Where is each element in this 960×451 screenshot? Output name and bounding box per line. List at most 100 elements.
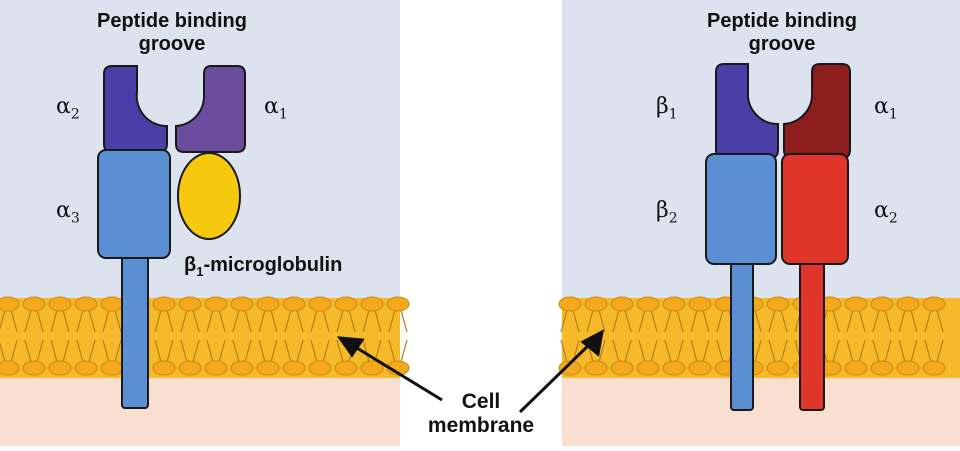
lipid-head (688, 296, 712, 312)
alpha3-domain (97, 149, 171, 259)
lipid-head (610, 296, 634, 312)
lipid-head (0, 296, 20, 312)
lipid-head (22, 360, 46, 376)
lipid-tail (192, 309, 200, 333)
lipid-tail (180, 309, 188, 333)
lipid-tail (586, 309, 594, 333)
lipid-head (74, 296, 98, 312)
lipid-tail (664, 309, 672, 333)
lipid-tail (10, 339, 18, 363)
lipid-tail (638, 309, 646, 333)
lipid-head (100, 296, 124, 312)
lipid-tail (846, 339, 854, 363)
lipid-tail (676, 309, 684, 333)
lipid-head (282, 296, 306, 312)
left-groove-title-line2: groove (138, 33, 206, 55)
right-arrow-line (518, 340, 594, 414)
lipid-tail (598, 309, 606, 333)
lipid-tail (598, 339, 606, 363)
lipid-tail (650, 339, 658, 363)
left-panel (0, 0, 410, 446)
lipid-head (256, 296, 280, 312)
alpha1-domain (175, 65, 246, 153)
alpha2-transmembrane-tail (799, 259, 825, 411)
lipid-tail (102, 339, 110, 363)
lipid-tail (832, 339, 840, 363)
lipid-tail (232, 309, 240, 333)
lipid-tail (884, 309, 892, 333)
lipid-head (896, 296, 920, 312)
lipid-tail (206, 339, 214, 363)
lipid-head (256, 360, 280, 376)
lipid-tail (690, 339, 698, 363)
lipid-tail (76, 339, 84, 363)
left-alpha2-label: α2 (56, 94, 80, 123)
lipid-head (610, 360, 634, 376)
right-beta2-label: β2 (656, 198, 678, 227)
lipid-tail (206, 309, 214, 333)
lipid-tail (624, 309, 632, 333)
lipid-tail (910, 309, 918, 333)
mhc-class-ii (705, 63, 851, 411)
lipid-head (230, 360, 254, 376)
lipid-tail (780, 339, 788, 363)
lipid-head (870, 360, 894, 376)
lipid-head (334, 296, 358, 312)
lipid-head (896, 360, 920, 376)
lipid-tail (638, 339, 646, 363)
lipid-tail (62, 309, 70, 333)
lipid-tail (624, 339, 632, 363)
lipid-tail (310, 339, 318, 363)
lipid-head (100, 360, 124, 376)
lipid-tail (284, 339, 292, 363)
beta2-domain (705, 153, 777, 265)
lipid-tail (910, 339, 918, 363)
lipid-tail (180, 339, 188, 363)
alpha3-transmembrane-tail (121, 255, 149, 409)
lipid-head (360, 360, 384, 376)
lipid-head (584, 296, 608, 312)
lipid-tail (270, 339, 278, 363)
lipid-tail (296, 309, 304, 333)
lipid-head (636, 296, 660, 312)
lipid-tail (936, 309, 944, 333)
lipid-tail (362, 339, 370, 363)
lipid-head (204, 360, 228, 376)
lipid-head (74, 360, 98, 376)
right-beta1-label: β1 (656, 94, 678, 123)
lipid-head (22, 296, 46, 312)
lipid-head (282, 360, 306, 376)
lipid-tail (36, 309, 44, 333)
lipid-tail (322, 309, 330, 333)
right-alpha1-label: α1 (874, 94, 898, 123)
lipid-tail (702, 309, 710, 333)
beta1-microglobulin-label: β1-microglobulin (184, 254, 343, 279)
beta2-transmembrane-tail (730, 259, 754, 411)
lipid-tail (716, 339, 724, 363)
lipid-tail (690, 309, 698, 333)
lipid-tail (310, 309, 318, 333)
right-groove-title: Peptide binding groove (670, 10, 894, 56)
lipid-head (766, 296, 790, 312)
left-groove-title-line1: Peptide binding (97, 10, 247, 32)
lipid-tail (348, 309, 356, 333)
lipid-tail (166, 309, 174, 333)
lipid-head (386, 296, 410, 312)
lipid-tail (154, 339, 162, 363)
lipid-tail (846, 309, 854, 333)
lipid-tail (388, 309, 396, 333)
lipid-tail (780, 309, 788, 333)
lipid-tail (572, 309, 580, 333)
lipid-tail (218, 309, 226, 333)
lipid-head (870, 296, 894, 312)
lipid-head (558, 360, 582, 376)
lipid-head (584, 360, 608, 376)
cell-membrane-line1: Cell (461, 390, 501, 413)
lipid-tail (192, 339, 200, 363)
lipid-tail (154, 309, 162, 333)
cell-membrane-arrows (336, 329, 605, 414)
cell-membrane-label: Cell membrane (411, 390, 551, 438)
lipid-tail (114, 309, 122, 333)
right-cytoplasm (562, 375, 960, 446)
